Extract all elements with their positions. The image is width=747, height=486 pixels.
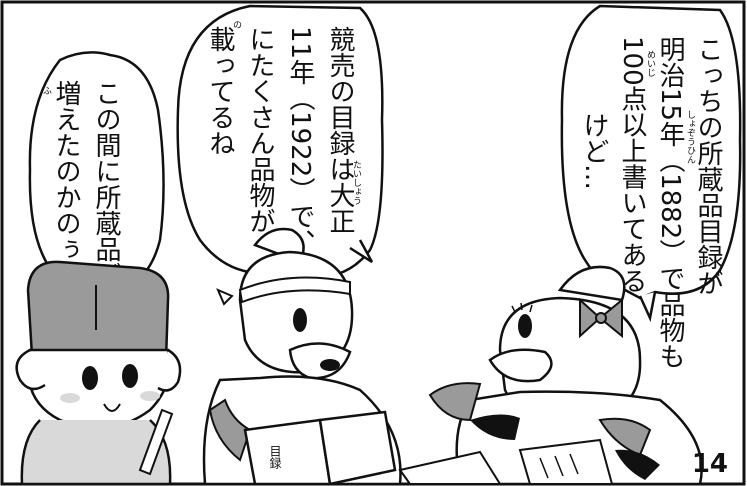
right-bird-character bbox=[398, 265, 703, 486]
bubble-text-column: 競売の目録は大正 bbox=[325, 26, 355, 234]
bubble-text-column: 載ってるね bbox=[205, 26, 235, 156]
bubble-text-column: こっちの所蔵品目録が bbox=[693, 36, 723, 296]
ruby-text: めいじ bbox=[645, 50, 656, 77]
bubble-text-column: けど… bbox=[579, 112, 609, 190]
page-number: 14 bbox=[692, 449, 728, 479]
middle-bird-character: 目録 bbox=[202, 227, 402, 486]
ruby-text: の bbox=[231, 20, 242, 29]
bubble-text-column: この間に所蔵品が bbox=[91, 80, 121, 288]
bubble-right-text: こっちの所蔵品目録が 明治15年（1882）で品物も 100点以上書いてある け… bbox=[579, 36, 723, 369]
ruby-text: たいしょう bbox=[351, 160, 362, 205]
bubble-text-column: 明治15年（1882）で品物も bbox=[655, 36, 685, 369]
bubble-text-column: 増えたのかのぅ？ bbox=[51, 80, 81, 288]
book-cover-text: 目録 bbox=[268, 445, 282, 469]
speech-bubble-right bbox=[560, 4, 742, 323]
ruby-text: しょぞうひん bbox=[685, 110, 696, 164]
bubble-text-column: 100点以上書いてある bbox=[617, 36, 647, 294]
bubble-text-column: にたくさん品物が bbox=[245, 26, 275, 234]
ruby-text: ふ bbox=[41, 86, 52, 95]
boy-character bbox=[15, 260, 182, 486]
bubble-left-text: この間に所蔵品が 増えたのかのぅ？ ふ bbox=[41, 80, 121, 288]
